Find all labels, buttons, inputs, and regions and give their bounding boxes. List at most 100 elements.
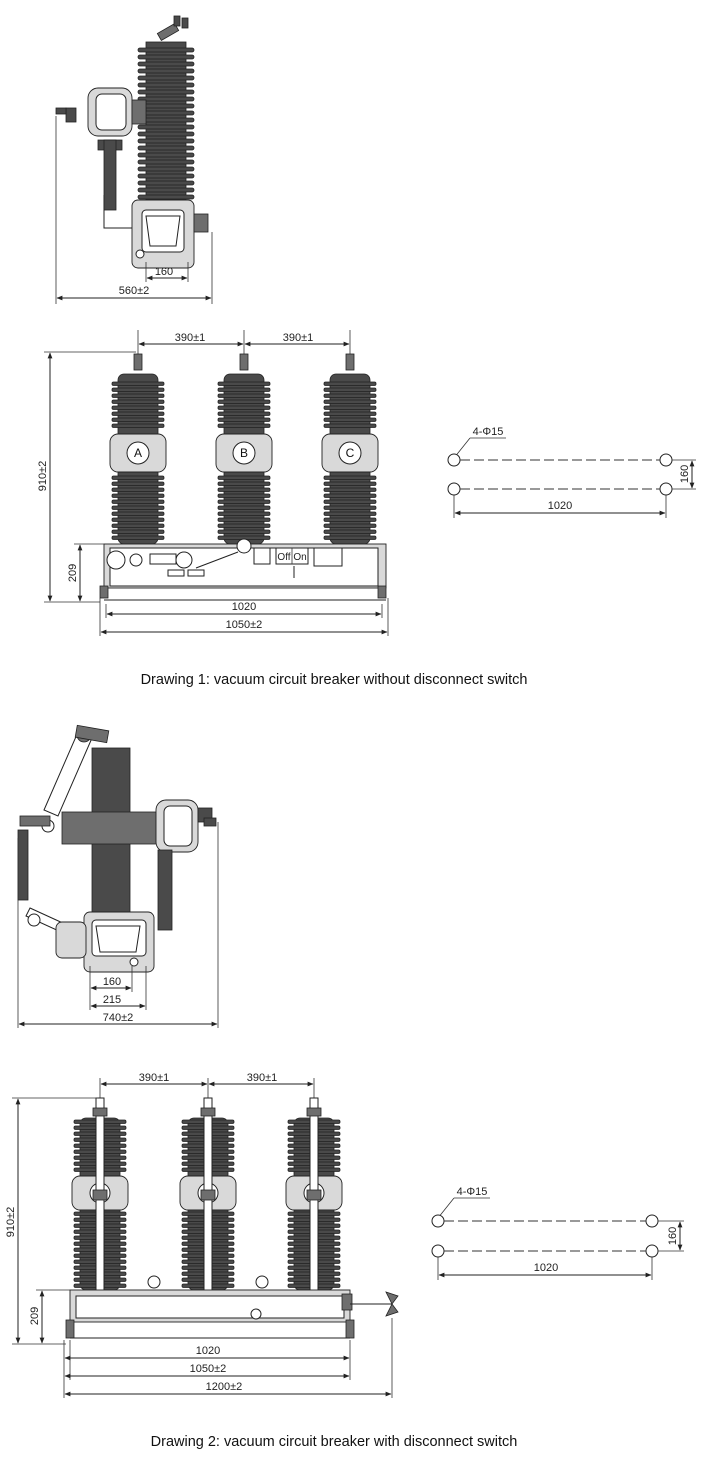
dim-pitch-right-label: 390±1 [247,1072,278,1084]
horizontal-bushing [61,811,159,845]
insulator-shed [323,475,377,480]
insulator-shed [323,417,377,422]
insulator-shed [323,517,377,522]
insulator-shed [217,423,271,428]
drawing2-hole-plan: 4-Φ15 1020 160 [431,1186,684,1280]
drawing1-caption: Drawing 1: vacuum circuit breaker withou… [141,672,528,688]
insulator-shed [137,47,195,53]
pole-b: B [215,353,273,545]
insulator-shed [111,487,165,492]
insulator-shed [111,535,165,540]
dim-frame-label: 1050±2 [190,1363,227,1375]
insulator-shed [323,387,377,392]
dim-pitch-left-label: 390±1 [175,332,206,344]
insulator-shed [323,523,377,528]
mount-hole [447,482,461,496]
insulator-shed [111,529,165,534]
dim-depth-label: 160 [667,1227,679,1245]
insulator-shed [323,481,377,486]
base-mechanism-box [55,911,155,973]
insulator-shed [217,487,271,492]
insulator-shed [137,68,195,74]
side-insulator [103,139,117,211]
insulator-shed [137,131,195,137]
insulator-shed [111,523,165,528]
mount-hole [431,1214,445,1228]
base-mechanism-box [131,199,209,269]
blade-hinge [200,1189,216,1201]
hole-spec-label: 4-Φ15 [457,1186,488,1198]
blade-hinge [92,1189,108,1201]
insulator-shed [137,159,195,165]
mount-hole [431,1244,445,1258]
pole-with-disconnect-3 [285,1097,343,1293]
pole-label: A [134,446,142,460]
insulator-shed [111,481,165,486]
dim-base-label: 160 [155,266,173,278]
insulator-shed [323,487,377,492]
mount-hole [659,482,673,496]
insulator-shed [217,523,271,528]
insulator-shed [323,499,377,504]
insulator-shed [323,393,377,398]
pole-c: C [321,353,379,545]
insulator-shed [111,381,165,386]
insulator-shed [217,417,271,422]
drawing1-side-view: 160 560±2 [55,15,213,304]
insulator-shed [217,475,271,480]
insulator-shed [111,387,165,392]
pole-terminal [133,353,143,371]
insulator-shed [323,511,377,516]
insulator-shed [111,423,165,428]
insulator-shed [137,138,195,144]
dim-pitch-right-label: 390±1 [283,332,314,344]
current-transformer-icon [55,87,147,229]
dim-mount-label: 1020 [232,601,256,613]
drawing2-caption: Drawing 2: vacuum circuit breaker with d… [151,1434,518,1450]
dim-width-label: 1020 [534,1262,558,1274]
blade-clamp [200,1107,216,1117]
insulator-shed [111,405,165,410]
switch-on-label: On [293,552,306,563]
base-frame [65,1275,399,1339]
insulator-shed [217,405,271,410]
insulator-shed [323,423,377,428]
dim-depth-label: 160 [679,465,691,483]
dim-overall-label: 1050±2 [226,619,263,631]
base-frame: Off On [99,538,387,601]
dim-frame-height-label: 209 [67,564,79,582]
insulator-shed [111,505,165,510]
insulator-shed [137,89,195,95]
dim-height-label: 910±2 [37,461,49,492]
pole-label-circle [126,441,150,465]
insulator-shed [137,54,195,60]
blade-hinge [306,1189,322,1201]
insulator-shed [137,180,195,186]
current-transformer-icon [155,799,217,931]
dim-width-label: 1020 [548,500,572,512]
dim-frame-height-label: 209 [29,1307,41,1325]
drawing2-side-view: 160 215 740±2 [17,724,219,1028]
pole-terminal [239,353,249,371]
insulator-shed [323,399,377,404]
dim-overall-label: 560±2 [119,285,150,297]
insulator-shed [217,411,271,416]
insulator-shed [217,499,271,504]
insulator-shed [137,173,195,179]
insulator-shed [217,529,271,534]
insulator-shed [111,475,165,480]
insulator-shed [217,387,271,392]
switch-off-label: Off [277,552,290,563]
dim-b-label: 215 [103,994,121,1006]
insulator-shed [217,393,271,398]
insulator-shed [137,145,195,151]
insulator-shed [137,82,195,88]
insulator-shed [137,152,195,158]
dim-a-label: 160 [103,976,121,988]
dim-height-label: 910±2 [5,1207,17,1238]
pole-a: A [109,353,167,545]
insulator-shed [217,505,271,510]
